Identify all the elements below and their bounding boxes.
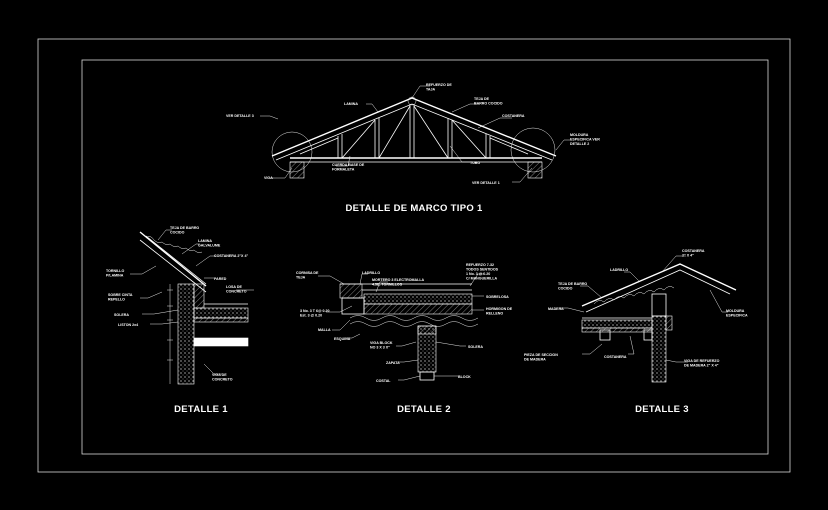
d2-label-sobrelosa: SOBRELOSA xyxy=(486,295,509,299)
d1-label-solera: SOLERA xyxy=(114,313,129,317)
d3-label-ladrillo: LADRILLO xyxy=(610,268,628,272)
d3-label-madera: MADERA xyxy=(548,307,564,311)
d3-label-costanera2: COSTANERA xyxy=(604,355,627,359)
truss-label-viga: VIGA xyxy=(264,176,273,180)
title-detalle-1: DETALLE 1 xyxy=(174,404,228,415)
d2-label-bloque: BLOCK xyxy=(458,375,471,379)
d2-label-solera: SOLERA xyxy=(468,345,483,349)
truss-label-tubo: TUBO xyxy=(470,161,480,165)
inner-frame xyxy=(81,59,769,455)
d1-label-pared: PARED xyxy=(214,277,227,281)
truss-label-costanera: COSTANERA xyxy=(502,114,525,118)
title-marco-tipo-1: DETALLE DE MARCO TIPO 1 xyxy=(345,203,483,214)
title-detalle-2: DETALLE 2 xyxy=(397,404,451,415)
d1-label-liston: LISTON 2x4 xyxy=(118,323,138,327)
d2-label-ladrillo: LADRILLO xyxy=(362,271,380,275)
truss-label-ver-d3: VER DETALLE 3 xyxy=(226,114,254,118)
d2-label-esquina: ESQUINA xyxy=(334,337,351,341)
truss-label-lamina: LAMINA xyxy=(344,102,358,106)
outer-frame xyxy=(37,38,791,473)
truss-label-ver-d1: VER DETALLE 1 xyxy=(472,181,500,185)
d2-label-malla: MALLA xyxy=(318,328,331,332)
d2-label-zapata: ZAPATA xyxy=(386,361,400,365)
d1-label-costanera: COSTANERA 2"X 4" xyxy=(214,254,248,258)
d2-label-costal: COSTAL xyxy=(376,379,391,383)
title-detalle-3: DETALLE 3 xyxy=(635,404,689,415)
